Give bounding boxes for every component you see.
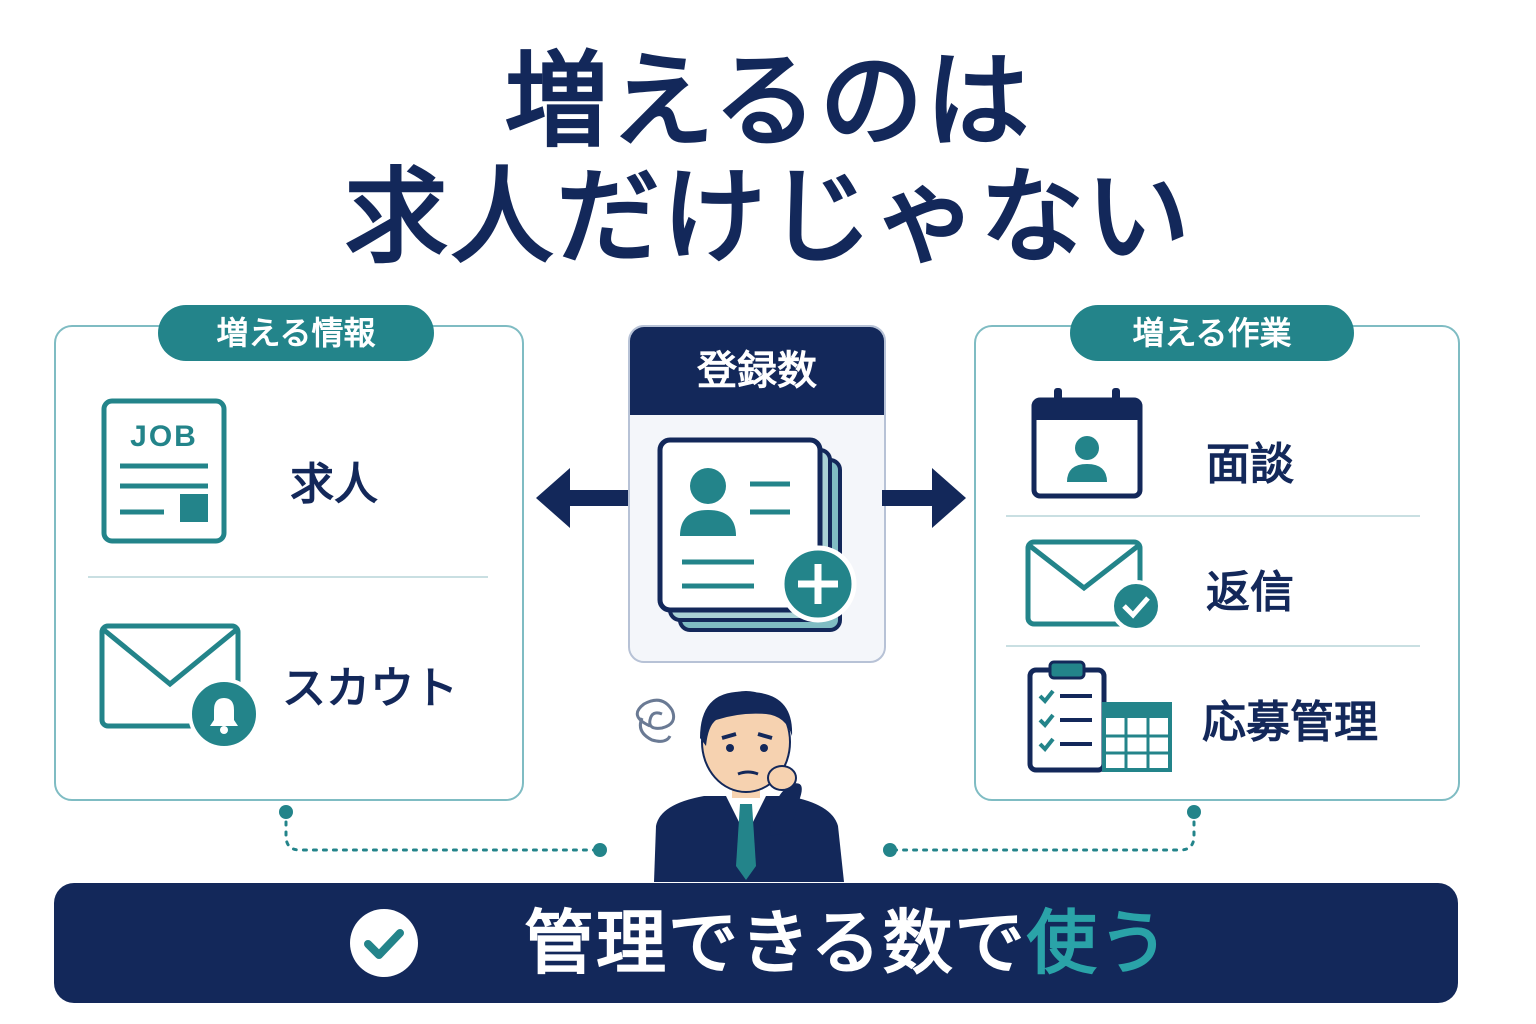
arrow-right-icon	[882, 468, 966, 528]
calendar-person-icon	[1031, 388, 1143, 499]
job-document-icon: JOB	[101, 398, 227, 544]
info-item-job: 求人	[290, 459, 378, 510]
right-connector	[883, 805, 1201, 857]
task-item-reply: 返信	[1206, 567, 1294, 618]
left-connector	[279, 805, 607, 857]
confused-person-illustration	[635, 691, 844, 882]
info-divider	[88, 576, 488, 578]
conclusion-text: 管理できる数で使う	[524, 883, 1171, 1003]
title-line-1: 増えるのは	[504, 40, 1032, 162]
mail-bell-icon	[99, 623, 260, 750]
conclusion-text-highlight: 使う	[1026, 902, 1171, 984]
mail-check-icon	[1025, 539, 1162, 632]
registrations-card-label: 登録数	[630, 327, 884, 415]
title-line-2: 求人だけじゃない	[343, 156, 1192, 278]
tasks-divider-2	[1006, 645, 1420, 647]
profile-stack-plus-icon	[657, 437, 857, 632]
info-panel-label: 増える情報	[158, 305, 434, 361]
task-item-interview: 面談	[1206, 439, 1294, 490]
clipboard-table-icon	[1027, 660, 1172, 773]
tasks-divider-1	[1006, 515, 1420, 517]
info-item-scout: スカウト	[282, 663, 458, 714]
arrow-left-icon	[536, 468, 628, 528]
conclusion-banner: 管理できる数で使う	[54, 883, 1458, 1003]
conclusion-text-main: 管理できる数で	[524, 902, 1027, 984]
job-icon-text: JOB	[130, 420, 198, 453]
tasks-panel-label: 増える作業	[1070, 305, 1354, 361]
check-circle-icon	[350, 909, 418, 977]
task-item-application-management: 応募管理	[1202, 697, 1378, 748]
